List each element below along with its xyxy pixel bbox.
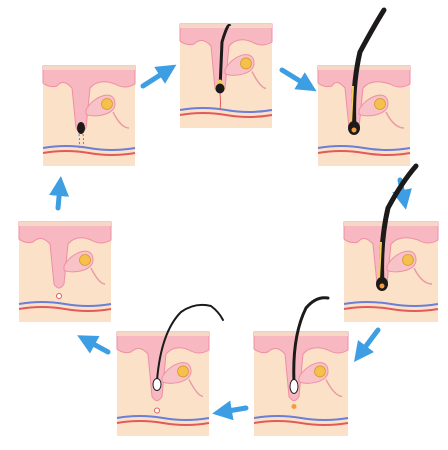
skin-surface [254,332,348,336]
artery-line [253,420,349,426]
sebaceous-gland [101,98,113,110]
club-hair [152,377,162,391]
capillary [82,133,84,149]
arrow-right-up-icon [140,64,177,89]
skin-surface [318,66,410,70]
sebaceous-gland [374,98,386,110]
hair-stage-panel-4 [343,163,439,322]
arrector-muscle [112,111,130,129]
artery-line [42,150,136,156]
sebaceous-gland [79,254,91,266]
skin-surface [19,222,111,226]
vein-line [343,301,439,307]
vein-line [253,415,349,421]
vein-line [116,415,210,421]
arrow-down-left-icon [354,327,381,362]
sebaceous-gland [240,57,252,70]
skin-surface [180,24,272,28]
epidermis-layer [253,331,349,402]
skin-surface [344,222,438,226]
dermal-papilla [154,407,160,414]
vein-line [179,107,273,113]
arrow-right-down-icon [279,67,317,92]
hair-stage-panel-5 [253,296,349,436]
club-hair [289,378,299,394]
hair-stage-panel-7 [18,221,112,322]
hair-stage-panel-1 [42,65,136,166]
arrow-left-icon [212,400,249,421]
sebaceous-gland [177,365,189,378]
skin-surface [43,66,135,70]
panel-layer [18,7,439,436]
hair-root [350,85,354,125]
vein-line [317,145,411,151]
hair-shaft [379,163,419,287]
hair-bulb [215,83,225,94]
artery-line [343,306,439,312]
sebaceous-gland [402,254,414,266]
hair-shaft [292,296,330,384]
artery-line [18,306,112,312]
hair-shaft [218,23,232,89]
arrector-muscle [413,267,433,285]
arrector-muscle [385,111,405,129]
dermal-papilla [351,127,357,133]
hair-shaft [351,7,387,131]
capillary [219,93,221,111]
artery-line [116,420,210,426]
hair-root [378,241,382,281]
arrector-muscle [325,379,343,398]
hair-stage-panel-3 [317,7,411,166]
hair-bulb [77,122,85,134]
skin-surface [117,332,209,336]
arrow-up-icon [49,176,70,211]
arrector-muscle [188,379,204,398]
dermal-papilla [56,293,62,299]
arrector-muscle [251,71,267,90]
vein-line [42,145,136,151]
hair-shaft [156,303,224,382]
hair-stage-panel-6 [116,303,224,436]
epidermis-layer [18,221,112,289]
artery-line [317,150,411,156]
dermal-papilla [291,403,297,409]
sebaceous-gland [314,365,326,378]
dermal-papilla [379,283,385,289]
vein-line [18,301,112,307]
arrector-muscle [90,267,106,285]
artery-line [179,112,273,118]
hair-stage-panel-2 [179,23,273,128]
epidermis-layer [116,331,210,402]
capillary [78,133,80,149]
arrow-up-left-icon [77,335,111,355]
